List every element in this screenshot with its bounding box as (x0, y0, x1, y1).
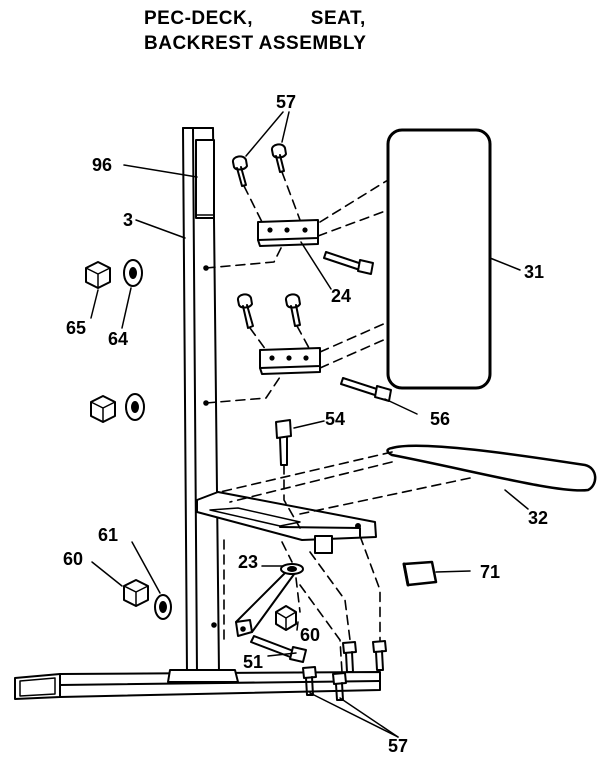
bolt-51 (250, 635, 307, 663)
backrest-pad (386, 128, 492, 390)
callout-71: 71 (480, 562, 501, 582)
bracket-24-upper (257, 219, 319, 247)
washer-64-lower (125, 393, 145, 421)
callout-96: 96 (92, 155, 113, 175)
leader-lines (90, 111, 529, 738)
seat-support-frame (196, 491, 377, 554)
end-cap-71 (402, 560, 438, 587)
washer-61 (154, 594, 172, 620)
alignment-lines (205, 171, 471, 673)
callout-61: 61 (98, 525, 119, 545)
nut-60-left (123, 579, 149, 607)
bolt-bottom-1 (342, 641, 357, 673)
nut-65-lower (90, 395, 116, 423)
bracket-lower (259, 347, 321, 375)
callout-54: 54 (325, 409, 346, 429)
long-bolt-upper (323, 251, 374, 275)
callout-31: 31 (524, 262, 545, 282)
diagram-title-line2: BACKREST ASSEMBLY (144, 33, 367, 54)
post-insert-96 (195, 139, 215, 219)
callout-3: 3 (123, 210, 134, 230)
bolt-57-bottom-right (332, 672, 347, 701)
callout-60-left: 60 (63, 549, 84, 569)
diagram-title-line1: PEC-DECK, SEAT, (144, 8, 366, 29)
pivot-arm-23 (235, 563, 304, 637)
callout-56: 56 (430, 409, 451, 429)
bolt-57-bottom-left (302, 666, 317, 696)
callout-32: 32 (528, 508, 549, 528)
seat-pad (386, 444, 597, 492)
bolt-57-top-left (232, 155, 248, 187)
callout-60-right: 60 (300, 625, 321, 645)
bolt-57-top-right (271, 143, 287, 173)
callout-24: 24 (331, 286, 352, 306)
bolt-bottom-2 (372, 640, 387, 671)
callout-64: 64 (108, 329, 129, 349)
callout-57-bottom: 57 (388, 736, 409, 756)
callout-51: 51 (243, 652, 264, 672)
callout-65: 65 (66, 318, 87, 338)
bolt-mid-left (237, 293, 254, 329)
washer-64-upper (123, 259, 143, 287)
bolt-mid-right (285, 293, 301, 327)
callout-23: 23 (238, 552, 259, 572)
callout-57-top: 57 (276, 92, 297, 112)
nut-60-right (275, 605, 297, 631)
bolt-54 (275, 419, 292, 466)
bolt-56 (340, 377, 392, 402)
nut-65-upper (85, 261, 111, 289)
